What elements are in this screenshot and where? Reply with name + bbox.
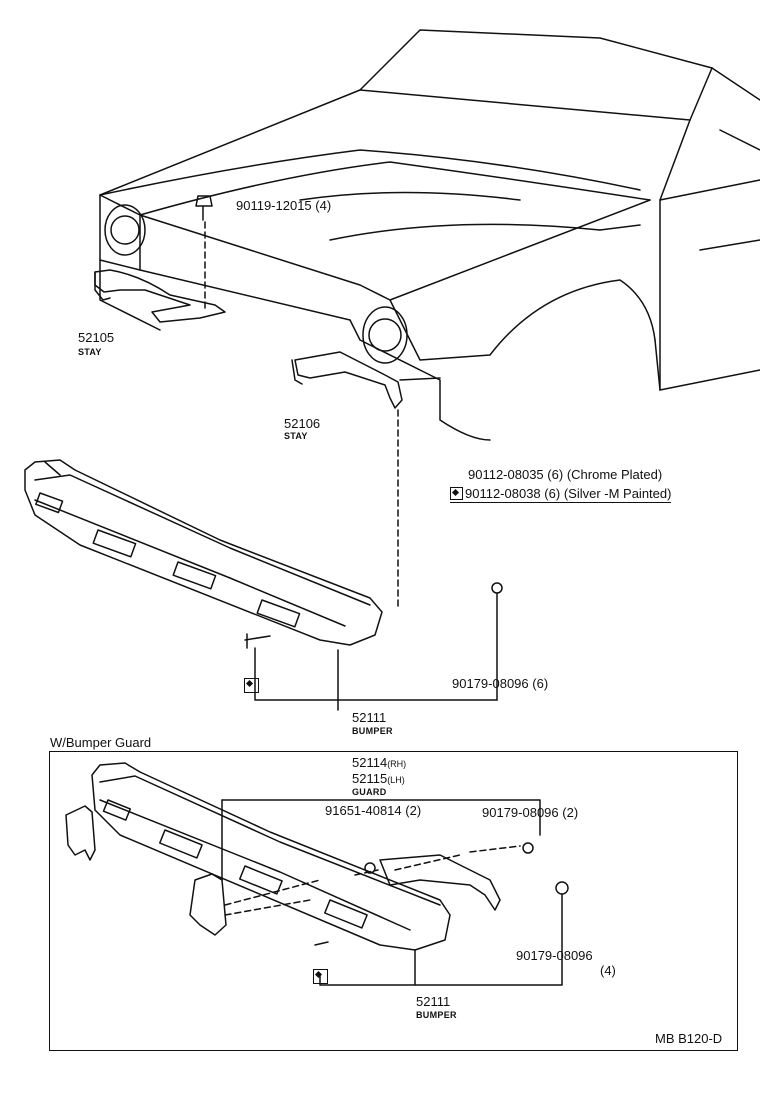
bumper-upper-name: BUMPER <box>352 726 393 736</box>
quantity: (2) <box>405 803 422 818</box>
quantity: (6) <box>547 467 564 482</box>
finish-note: (Silver -M Painted) <box>563 486 672 501</box>
quantity: (2) <box>562 805 579 820</box>
part-number: 52115 <box>352 771 388 786</box>
side-mark: (LH) <box>387 775 405 785</box>
diamond-marker-icon <box>450 487 463 500</box>
nut-b-quantity: (4) <box>600 963 616 978</box>
callout-stay-52106: 52106 <box>284 417 320 431</box>
diamond-marker-upper <box>244 678 261 696</box>
part-number: 90112-08038 <box>465 486 541 501</box>
part-number: 90179-08096 <box>482 805 559 820</box>
callout-guard-52114: 52114(RH) <box>352 756 406 771</box>
guard-section-frame <box>49 751 738 1051</box>
part-number: 52111 <box>416 994 451 1009</box>
part-number: 52111 <box>352 710 387 725</box>
callout-bumper-52111-upper: 52111 <box>352 711 386 725</box>
callout-nut-90179-b: 90179-08096 <box>516 949 593 963</box>
callout-guard-52115: 52115(LH) <box>352 772 405 787</box>
bolt-90119-drawing <box>195 195 213 221</box>
callout-bolt-90112-08035: 90112-08035 (6) (Chrome Plated) <box>468 468 662 482</box>
quantity: (4) <box>315 198 332 213</box>
side-mark: (RH) <box>387 759 407 769</box>
callout-nut-90179-a: 90179-08096 (2) <box>482 806 578 820</box>
stay-right-name: STAY <box>284 431 308 441</box>
guard-section-title: W/Bumper Guard <box>50 735 152 750</box>
stay-left-drawing <box>94 269 226 323</box>
callout-bumper-52111-guard: 52111 <box>416 995 450 1009</box>
bumper-guard-name: BUMPER <box>416 1010 457 1020</box>
part-number: 90179-08096 <box>452 676 529 691</box>
part-number: 52114 <box>352 755 388 770</box>
quantity: (6) <box>544 486 561 501</box>
guard-name: GUARD <box>352 787 387 797</box>
part-number: 52106 <box>284 416 321 431</box>
bumper-upper-drawing <box>24 459 383 646</box>
truck-body <box>99 29 760 441</box>
part-number: 90112-08035 <box>468 467 544 482</box>
callout-bolt-90112-08038: 90112-08038 (6) (Silver -M Painted) <box>450 486 672 503</box>
callout-nut-90179-upper: 90179-08096 (6) <box>452 677 548 691</box>
callout-stay-52105: 52105 <box>78 331 114 345</box>
diamond-marker-icon <box>313 969 328 984</box>
callout-washer-91651: 91651-40814 (2) <box>325 804 421 818</box>
diamond-marker-icon <box>244 678 259 693</box>
diagram-id: MB B120-D <box>655 1031 723 1046</box>
diamond-marker-guard <box>313 969 330 987</box>
part-number: 90179-08096 <box>516 948 593 963</box>
callout-bolt-90119: 90119-12015 (4) <box>236 199 331 213</box>
part-number: 52105 <box>78 330 115 345</box>
part-number: 90119-12015 <box>236 198 312 213</box>
part-number: 91651-40814 <box>325 803 402 818</box>
quantity: (6) <box>532 676 549 691</box>
finish-note: (Chrome Plated) <box>566 467 663 482</box>
stay-left-name: STAY <box>78 347 102 357</box>
stay-right-drawing <box>291 351 403 409</box>
